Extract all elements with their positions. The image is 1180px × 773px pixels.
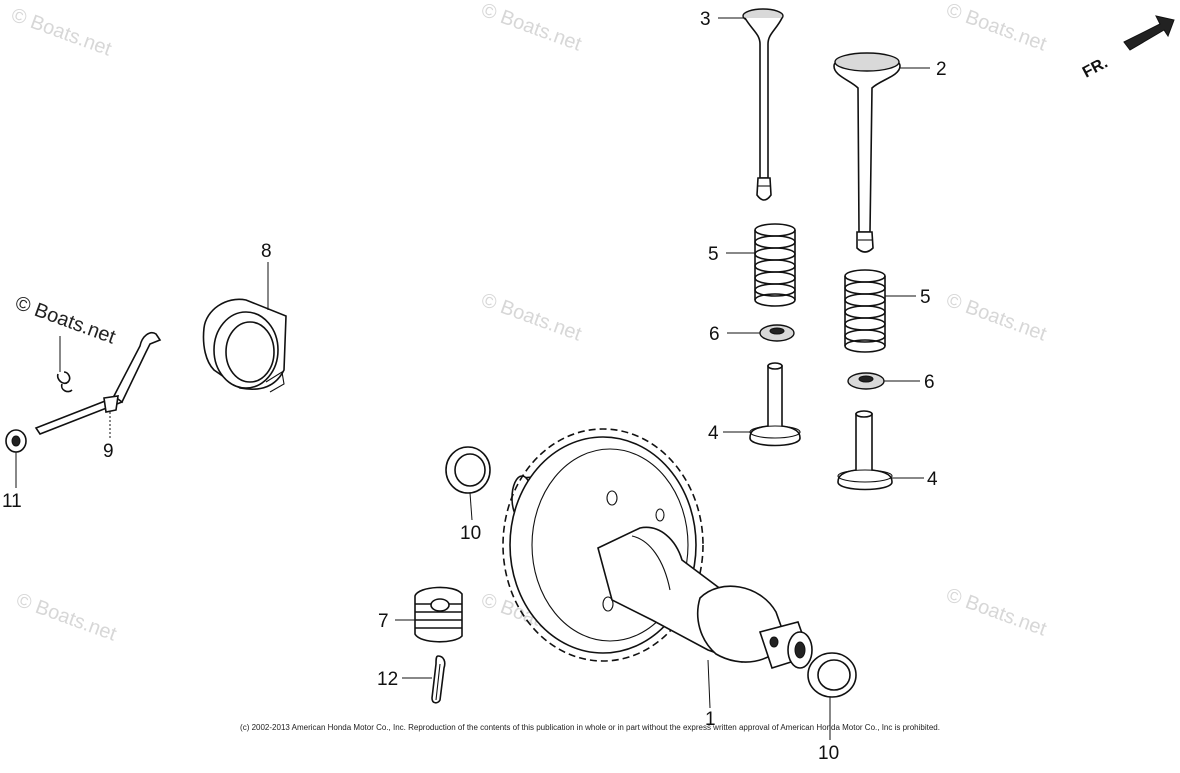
part-10-washer-lower [807, 652, 857, 698]
part-4-lifter-left [749, 362, 801, 447]
part-3-valve [742, 8, 784, 201]
callout-10-upper: 10 [460, 523, 481, 544]
callout-2: 2 [936, 59, 947, 80]
callout-6-right: 6 [924, 372, 935, 393]
callout-12: 12 [377, 669, 398, 690]
clip-small [56, 371, 73, 393]
callout-9: 9 [103, 441, 114, 462]
watermark: © Boats.net [478, 289, 584, 346]
watermark: © Boats.net [8, 4, 114, 61]
callout-7: 7 [378, 611, 389, 632]
callout-5-left: 5 [708, 244, 719, 265]
part-1-camshaft [502, 428, 813, 669]
part-2-valve [833, 52, 901, 253]
watermark-dark: © Boats.net [12, 292, 118, 349]
part-6-retainer-left [759, 324, 795, 342]
front-direction-arrow: FR. [1080, 15, 1175, 82]
watermark: © Boats.net [943, 584, 1049, 641]
watermark: © Boats.net [13, 589, 119, 646]
direction-label: FR. [1080, 54, 1111, 81]
callout-1: 1 [705, 709, 716, 730]
callout-6-left: 6 [709, 324, 720, 345]
callout-5-right: 5 [920, 287, 931, 308]
callout-4-right: 4 [927, 469, 938, 490]
watermark: © Boats.net [943, 289, 1049, 346]
leader-lines [15, 17, 930, 740]
part-4-lifter-right [837, 410, 893, 491]
part-9-governor-shaft [34, 331, 162, 435]
part-5-spring-right [844, 269, 886, 353]
arrow-right-icon [1123, 15, 1175, 51]
callout-8: 8 [261, 241, 272, 262]
part-8-bearing-housing [202, 298, 287, 393]
part-5-spring-left [754, 223, 796, 307]
part-11-washer [5, 429, 27, 453]
watermark: © Boats.net [943, 0, 1049, 56]
part-7-weight [414, 586, 463, 643]
watermark: © Boats.net [478, 0, 584, 56]
part-10-washer-upper [445, 446, 491, 494]
callout-labels: 3 2 5 5 6 6 4 4 8 9 11 10 7 12 1 10 [2, 9, 947, 764]
copyright-notice: (c) 2002-2013 American Honda Motor Co., … [240, 723, 940, 732]
part-12-cotter-pin [431, 655, 446, 704]
part-6-retainer-right [847, 372, 885, 390]
callout-10-lower: 10 [818, 743, 839, 764]
callout-3: 3 [700, 9, 711, 30]
callout-11: 11 [2, 491, 22, 512]
callout-4-left: 4 [708, 423, 719, 444]
